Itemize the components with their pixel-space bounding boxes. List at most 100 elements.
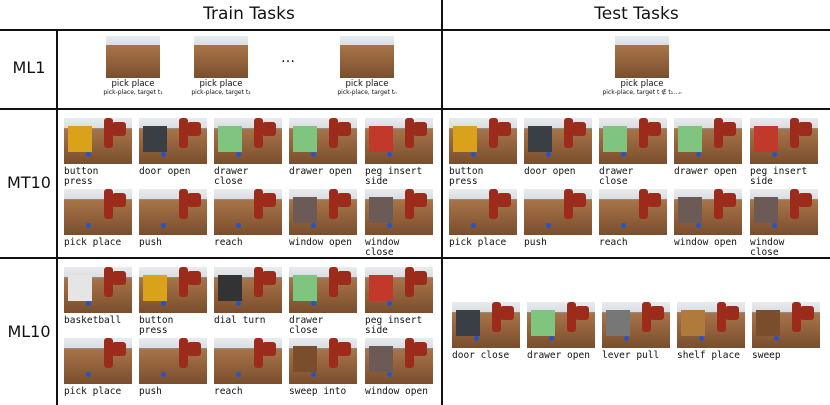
- target-marker: [624, 336, 629, 341]
- robot-arm: [725, 306, 739, 320]
- task-thumbnail: [214, 189, 282, 235]
- floor-edge: [289, 277, 357, 279]
- row-label-ml10: ML10: [7, 322, 51, 341]
- task-cell: window open: [289, 189, 357, 248]
- floor-edge: [289, 199, 357, 201]
- robot-arm: [572, 193, 586, 207]
- robot-arm: [405, 118, 414, 148]
- task-caption: drawer close: [599, 166, 634, 187]
- task-object: [369, 346, 393, 372]
- floor-edge: [674, 199, 742, 201]
- task-cell: button press: [449, 118, 517, 187]
- floor-edge: [750, 128, 818, 130]
- task-caption: peg insert side: [365, 166, 423, 187]
- task-thumbnail: [139, 118, 207, 164]
- task-caption: door open: [524, 166, 576, 177]
- task-cell: window open: [674, 189, 742, 248]
- target-marker: [696, 152, 701, 157]
- task-caption: lever pull: [602, 350, 660, 361]
- robot-arm: [489, 118, 498, 148]
- task-caption: drawer close: [214, 166, 249, 187]
- floor-edge: [214, 348, 282, 350]
- robot-arm: [104, 118, 113, 148]
- task-caption: pick place: [64, 237, 122, 248]
- target-marker: [387, 301, 392, 306]
- task-caption: window close: [750, 237, 785, 258]
- task-cell: door close: [452, 302, 520, 361]
- task-thumbnail: [750, 118, 818, 164]
- robot-arm: [112, 271, 126, 285]
- task-thumbnail: [677, 302, 745, 348]
- floor-edge: [750, 199, 818, 201]
- task-caption: reach: [214, 386, 243, 397]
- task-caption: reach: [599, 237, 628, 248]
- task-cell: drawer close: [289, 267, 357, 336]
- task-cell: reach: [214, 189, 282, 248]
- robot-arm: [405, 338, 414, 368]
- target-marker: [549, 336, 554, 341]
- floor-edge: [365, 199, 433, 201]
- task-object: [754, 126, 778, 152]
- grid-line: [56, 29, 58, 405]
- robot-arm: [104, 189, 113, 219]
- task-caption: door open: [139, 166, 191, 177]
- floor-edge: [289, 348, 357, 350]
- task-cell: dial turn: [214, 267, 282, 326]
- task-cell: door open: [139, 118, 207, 177]
- task-thumbnail: [289, 338, 357, 384]
- target-marker: [546, 223, 551, 228]
- robot-arm: [187, 193, 201, 207]
- robot-arm: [329, 338, 338, 368]
- task-caption: peg insert side: [365, 315, 423, 336]
- robot-arm: [575, 306, 589, 320]
- target-marker: [161, 152, 166, 157]
- robot-arm: [800, 306, 814, 320]
- task-thumbnail: [599, 189, 667, 235]
- task-thumbnail: [599, 118, 667, 164]
- task-thumbnail: [752, 302, 820, 348]
- task-thumbnail: [194, 36, 248, 78]
- floor-edge: [599, 199, 667, 201]
- task-thumbnail: [602, 302, 670, 348]
- robot-arm: [639, 118, 648, 148]
- robot-arm: [492, 302, 501, 332]
- task-caption: window open: [365, 386, 428, 397]
- task-thumbnail: [365, 118, 433, 164]
- task-thumbnail: [365, 338, 433, 384]
- task-thumbnail: [365, 267, 433, 313]
- floor-edge: [602, 312, 670, 314]
- task-object: [218, 126, 242, 152]
- task-caption: pick place: [345, 79, 389, 89]
- task-caption: drawer open: [527, 350, 590, 361]
- robot-arm: [262, 342, 276, 356]
- task-caption: door close: [452, 350, 510, 361]
- robot-arm: [187, 271, 201, 285]
- task-cell: push: [139, 338, 207, 397]
- task-object: [293, 346, 317, 372]
- task-object: [528, 126, 552, 152]
- target-marker: [311, 372, 316, 377]
- floor-edge: [139, 277, 207, 279]
- task-object: [143, 275, 167, 301]
- task-caption: window close: [365, 237, 400, 258]
- target-marker: [86, 152, 91, 157]
- robot-arm: [798, 122, 812, 136]
- task-caption: window open: [674, 237, 737, 248]
- task-subcaption: pick-place, target tₙ: [337, 89, 397, 96]
- grid-line: [0, 29, 830, 31]
- task-thumbnail: [449, 189, 517, 235]
- task-object: [453, 126, 477, 152]
- task-object: [293, 197, 317, 223]
- robot-arm: [572, 122, 586, 136]
- task-object: [606, 310, 630, 336]
- target-marker: [387, 223, 392, 228]
- task-cell: drawer close: [214, 118, 282, 187]
- task-thumbnail: [214, 118, 282, 164]
- target-marker: [311, 152, 316, 157]
- task-thumbnail: [527, 302, 595, 348]
- task-object: [678, 126, 702, 152]
- task-object: [754, 197, 778, 223]
- task-thumbnail: [289, 267, 357, 313]
- task-cell: drawer close: [599, 118, 667, 187]
- ml1-train-task: pick place pick-place, target tₙ: [312, 36, 422, 97]
